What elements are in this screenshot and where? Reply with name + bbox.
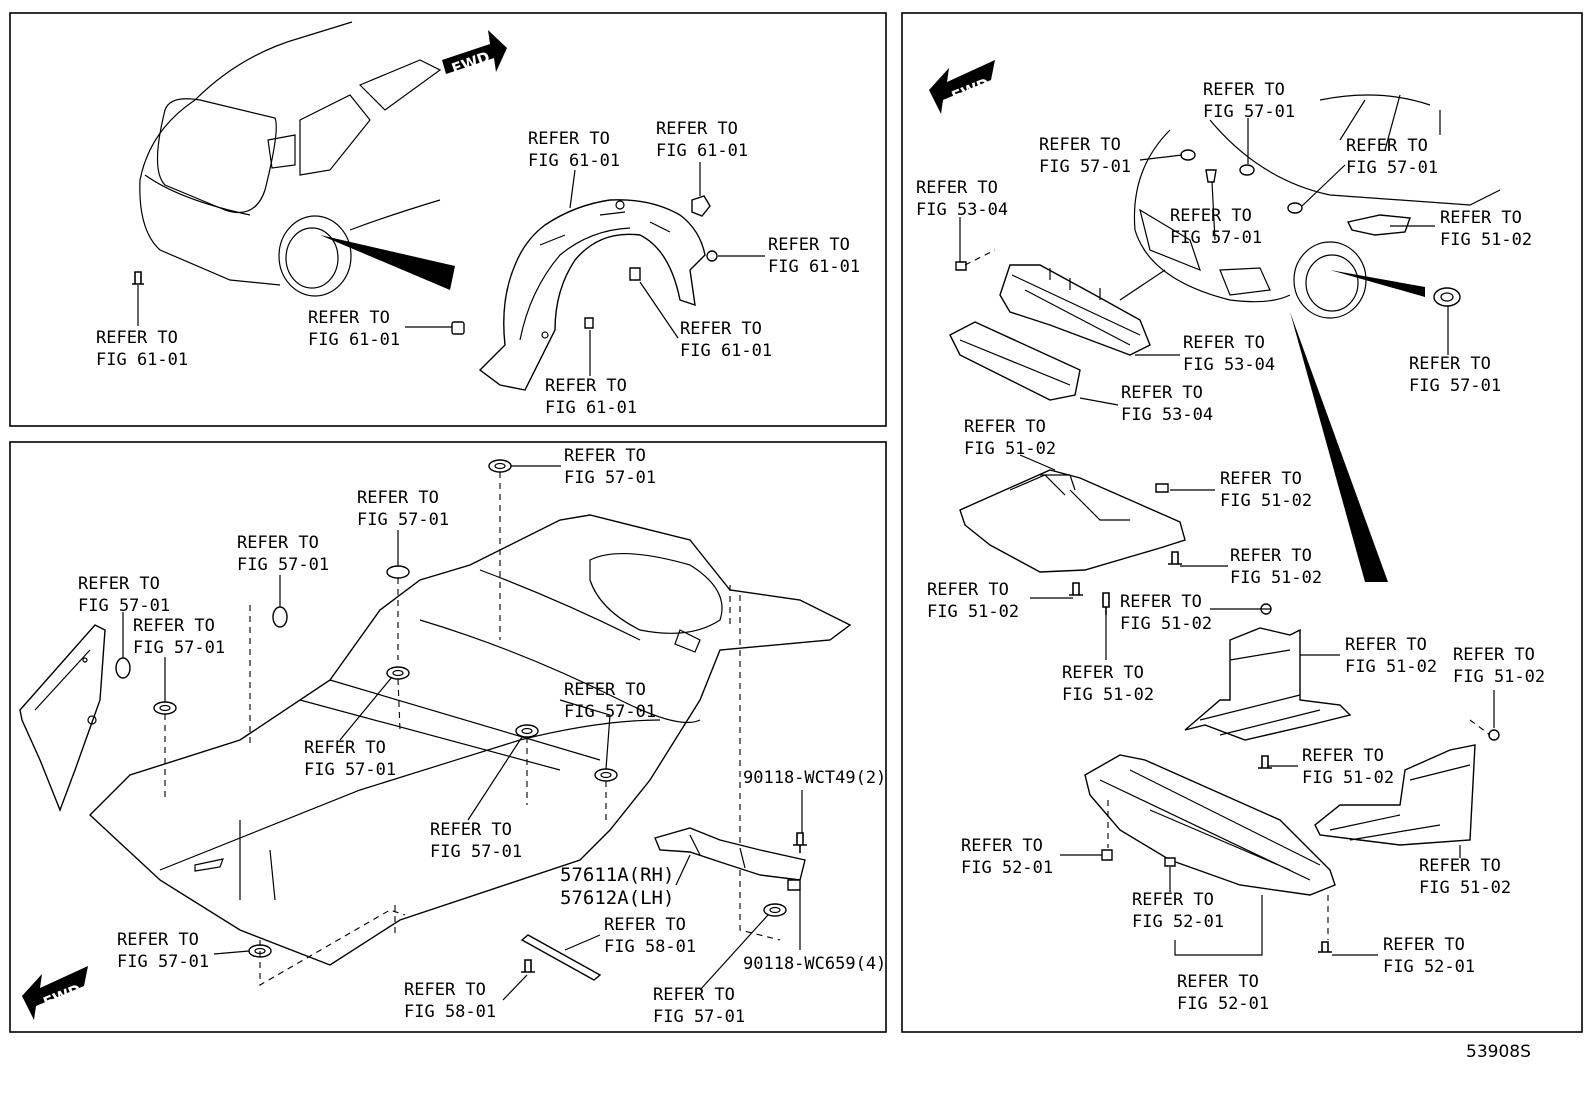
fwd-arrow-bottom: FWD [22,966,88,1020]
panel-frame-top-left [9,12,887,427]
diagram-code: 53908S [1466,1042,1531,1062]
radiator-seal [1346,214,1411,236]
part-number-57612a: 57612A(LH) [560,887,674,909]
part-number-90118-wct49: 90118-WCT49(2) [743,768,886,788]
panel-frame-bottom-left [9,441,887,1033]
fwd-label-top: FWD [449,48,492,78]
part-number-57611a: 57611A(RH) [560,864,674,886]
fastener-icons-right [955,149,1500,953]
grille-bracket [999,264,1151,356]
floor-carpet [88,514,852,966]
fwd-arrow-right: FWD [929,60,995,114]
leader-lines-bottom-left [122,465,803,1001]
bolt-icons-bottom-left [521,832,807,973]
side-trim-panel [19,624,106,812]
car-rear-view [139,21,455,297]
lower-grille-cover [949,321,1081,401]
fender-liner [478,199,706,391]
front-under-cover [1084,754,1336,896]
engine-under-cover [959,469,1186,573]
side-under-cover-left [1314,744,1476,846]
car-front-view [1119,94,1501,582]
leader-lines-right [959,118,1495,956]
bracket-57611A [654,827,806,881]
dashed-lines-bottom-left [164,472,781,986]
trim-strip [520,934,602,981]
panel-frame-right [901,12,1583,1033]
side-under-cover-right [1184,627,1352,741]
part-number-90118-wc659: 90118-WC659(4) [743,954,886,974]
leader-lines-top-left [137,162,765,376]
fwd-arrow-top: FWD [442,30,507,78]
fastener-icons-top-left [132,195,718,335]
